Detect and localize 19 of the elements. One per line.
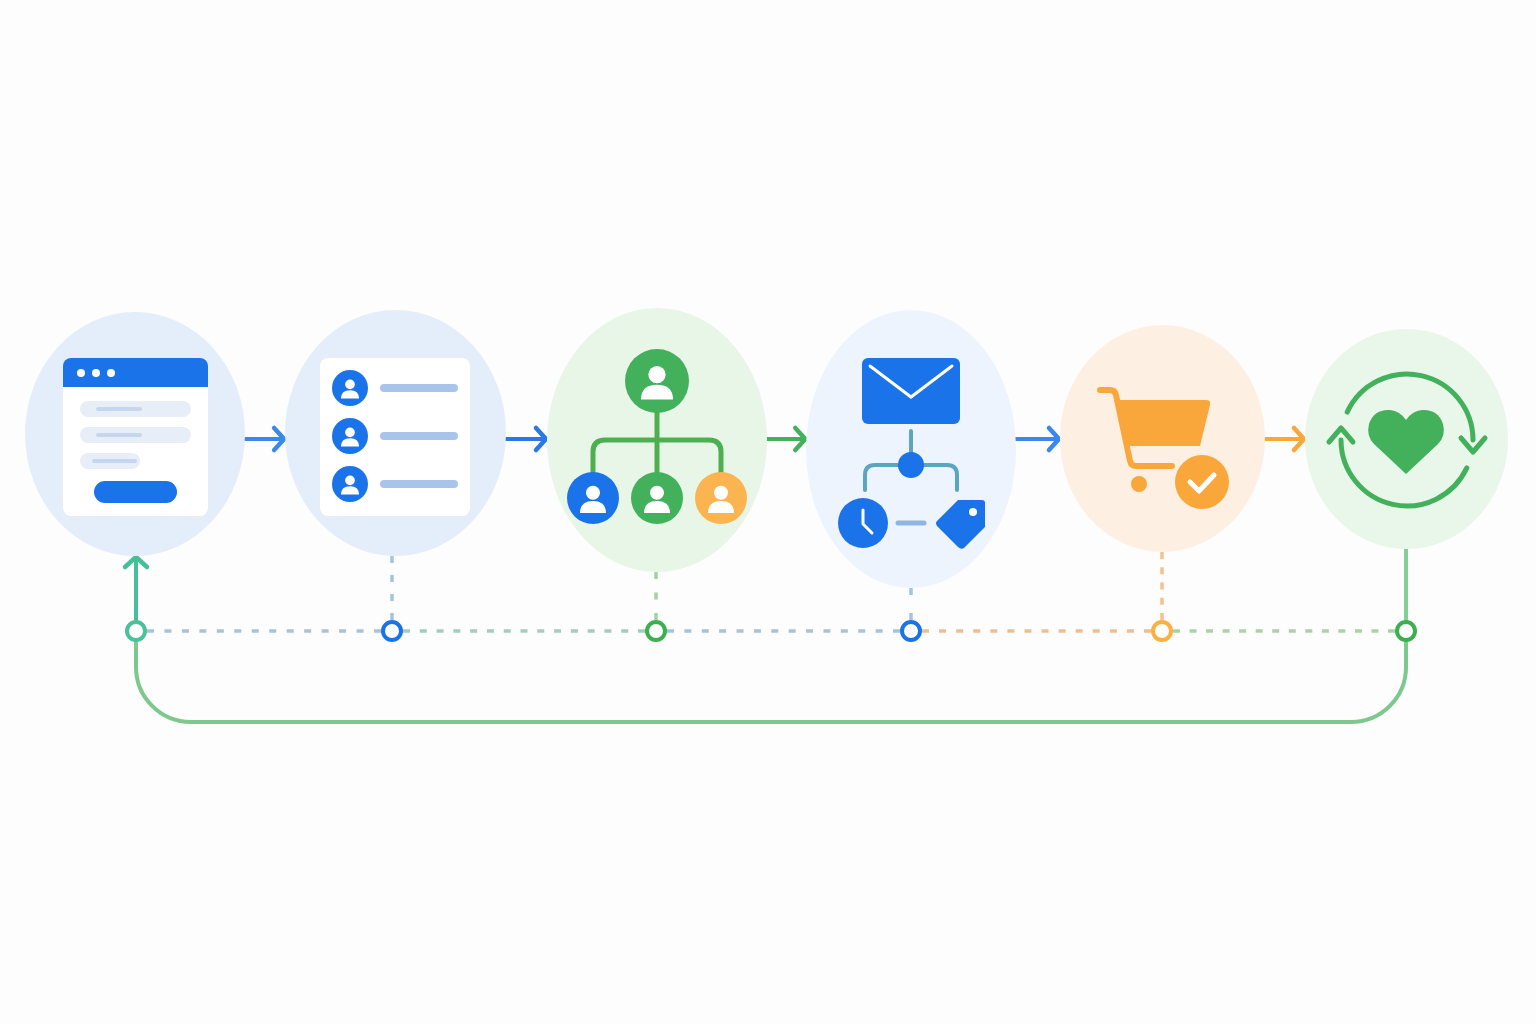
connector-line xyxy=(1404,547,1408,622)
dashed-line xyxy=(147,629,381,633)
ring-marker xyxy=(381,620,403,642)
ring-marker xyxy=(900,620,922,642)
dashed-line xyxy=(403,629,645,633)
ring-marker xyxy=(645,620,667,642)
dashed-line xyxy=(390,555,394,620)
dashed-line xyxy=(1160,552,1164,620)
dashed-line xyxy=(909,588,913,620)
dashed-line xyxy=(1173,629,1395,633)
ring-marker xyxy=(1395,620,1417,642)
ring-marker xyxy=(1151,620,1173,642)
arrow xyxy=(122,554,150,622)
ring-marker xyxy=(125,620,147,642)
dashed-line xyxy=(667,629,900,633)
arrow xyxy=(1263,425,1307,453)
connector-line xyxy=(134,640,1408,724)
dashed-line xyxy=(922,629,1151,633)
dashed-line xyxy=(654,572,658,620)
